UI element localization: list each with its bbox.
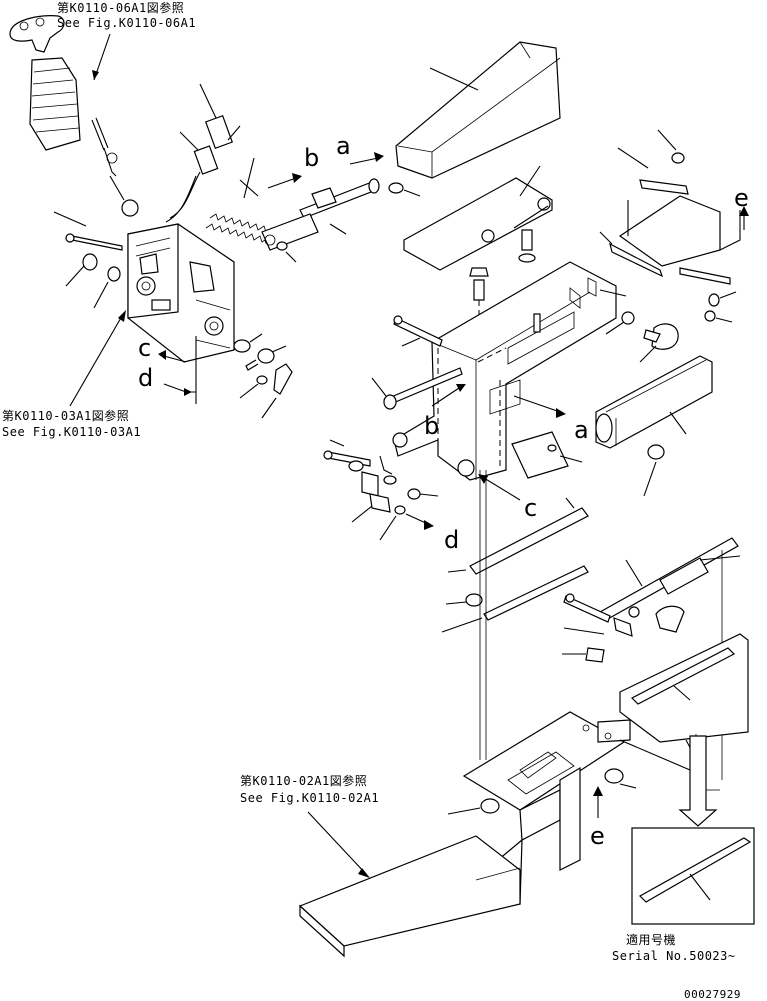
ref-02a1-en: See Fig.K0110-02A1 xyxy=(240,791,380,805)
top-cover xyxy=(395,41,561,179)
ref-03a1-jp: 第K0110-03A1図参照 xyxy=(2,409,130,423)
base-mount xyxy=(298,711,691,958)
right-top-bracket xyxy=(599,129,741,323)
main-frame xyxy=(392,261,627,481)
lower-left-parts xyxy=(323,439,439,541)
side-cover xyxy=(595,355,713,497)
box-fasteners xyxy=(53,211,123,309)
callout-a-top: a xyxy=(336,132,351,160)
ref-06a1-en: See Fig.K0110-06A1 xyxy=(57,16,197,30)
callout-a-center: a xyxy=(574,416,589,444)
box-lower-parts xyxy=(233,333,293,419)
callout-b-center: b xyxy=(424,412,440,440)
joystick-lever xyxy=(9,15,139,217)
lower-rods xyxy=(441,470,589,760)
bracket-plate xyxy=(403,165,553,271)
callout-c-left: c xyxy=(138,334,152,362)
ref-03a1-en: See Fig.K0110-03A1 xyxy=(2,425,142,439)
callout-d-left: d xyxy=(138,364,154,392)
cable-assembly xyxy=(562,537,741,780)
callout-d-center: d xyxy=(444,526,460,554)
washer-top xyxy=(388,182,404,194)
serial-label-en: Serial No.50023~ xyxy=(612,949,736,963)
control-box xyxy=(127,223,235,363)
callout-b-top: b xyxy=(304,144,320,172)
inset-box-1 xyxy=(619,633,749,791)
callout-c-center: c xyxy=(524,494,538,522)
harness-connector xyxy=(165,83,241,223)
callout-e-right: e xyxy=(734,184,749,212)
small-plate xyxy=(511,431,583,479)
shaft-assembly xyxy=(261,178,380,263)
ref-06a1-jp: 第K0110-06A1図参照 xyxy=(57,1,185,15)
callout-e-bottom: e xyxy=(590,822,605,850)
ref-02a1-jp: 第K0110-02A1図参照 xyxy=(240,774,368,788)
inset-box-2 xyxy=(631,827,755,925)
down-arrow xyxy=(678,735,718,827)
frame-bolts xyxy=(371,311,679,410)
drawing-number: 00027929 xyxy=(684,988,741,1001)
serial-label-jp: 適用号機 xyxy=(626,933,677,947)
